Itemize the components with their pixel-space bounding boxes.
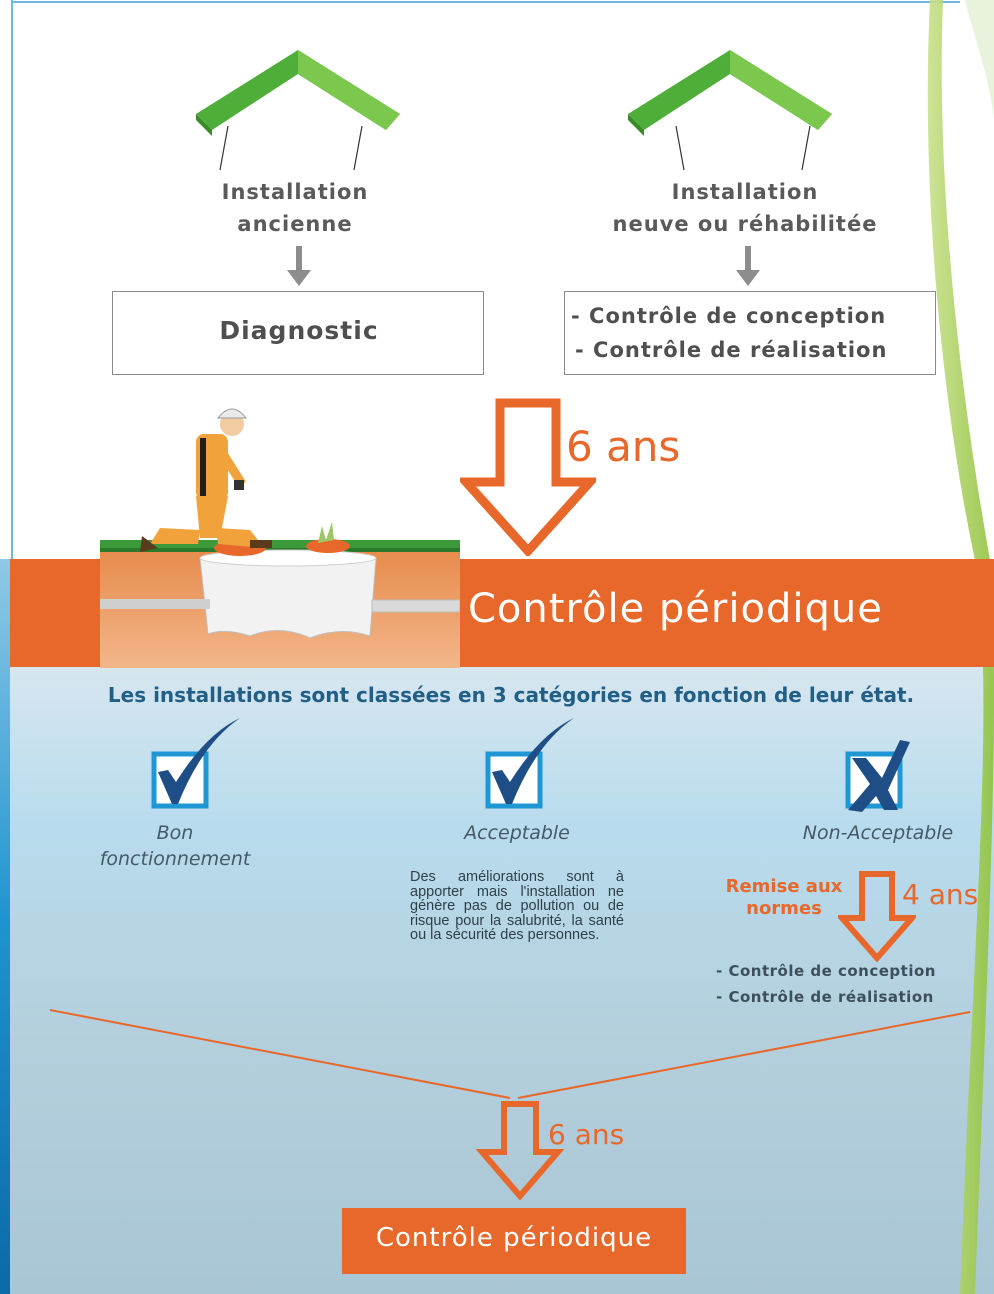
- controle-periodique-title: Contrôle périodique: [468, 586, 883, 632]
- remise-controle-list: - Contrôle de conception - Contrôle de r…: [716, 958, 936, 1010]
- controle-realisation: - Contrôle de réalisation: [575, 338, 888, 362]
- remise-line2: normes: [746, 898, 822, 919]
- remise-line1: Remise aux: [725, 876, 843, 897]
- label-installation-neuve: Installation neuve ou réhabilitée: [580, 176, 910, 240]
- roof-icon-right: [628, 50, 832, 171]
- category-non-acceptable-label: Non-Acceptable: [802, 822, 954, 844]
- label-line2: ancienne: [237, 212, 353, 236]
- acceptable-description: Des améliorations sont à apporter mais l…: [410, 869, 624, 943]
- diagnostic-box: Diagnostic: [112, 291, 484, 375]
- categories-intro: Les installations sont classées en 3 cat…: [107, 683, 915, 707]
- interval-6-ans-bottom: 6 ans: [548, 1118, 625, 1151]
- cross-icon-non-acceptable: [845, 740, 910, 812]
- worker-septic-tank-illustration: [100, 408, 460, 668]
- category-bon-line2: fonctionnement: [99, 848, 251, 870]
- remise-aux-normes-label: Remise aux normes: [706, 876, 862, 920]
- bottom-controle-periodique-text: Contrôle périodique: [375, 1223, 653, 1253]
- controle-conception: - Contrôle de conception: [571, 304, 887, 328]
- category-bon-label: Bon fonctionnement: [60, 820, 290, 872]
- label-line2: neuve ou réhabilitée: [612, 212, 878, 236]
- controle-box: - Contrôle de conception - Contrôle de r…: [564, 291, 936, 375]
- checkmark-icon-bon: [151, 718, 240, 809]
- checkmark-icon-acceptable: [485, 718, 574, 809]
- label-installation-ancienne: Installation ancienne: [190, 176, 400, 240]
- down-arrow-icon-left: [287, 246, 311, 286]
- roof-icon-left: [196, 50, 400, 171]
- label-line1: Installation: [671, 180, 819, 204]
- label-line1: Installation: [221, 180, 369, 204]
- bottom-down-arrow-icon: [476, 1101, 564, 1200]
- down-arrow-icon-right: [736, 246, 760, 286]
- remise-controle-conception: - Contrôle de conception: [716, 962, 936, 980]
- bottom-controle-periodique-box: Contrôle périodique: [342, 1208, 686, 1274]
- diagnostic-text: Diagnostic: [219, 316, 379, 345]
- remise-controle-realisation: - Contrôle de réalisation: [716, 988, 934, 1006]
- interval-6-ans-top: 6 ans: [566, 422, 681, 471]
- big-down-arrow-icon: [460, 398, 596, 556]
- interval-4-ans: 4 ans: [902, 878, 979, 911]
- remise-down-arrow-icon: [838, 871, 916, 962]
- category-acceptable-label: Acceptable: [464, 822, 570, 844]
- category-bon-line1: Bon: [156, 822, 194, 844]
